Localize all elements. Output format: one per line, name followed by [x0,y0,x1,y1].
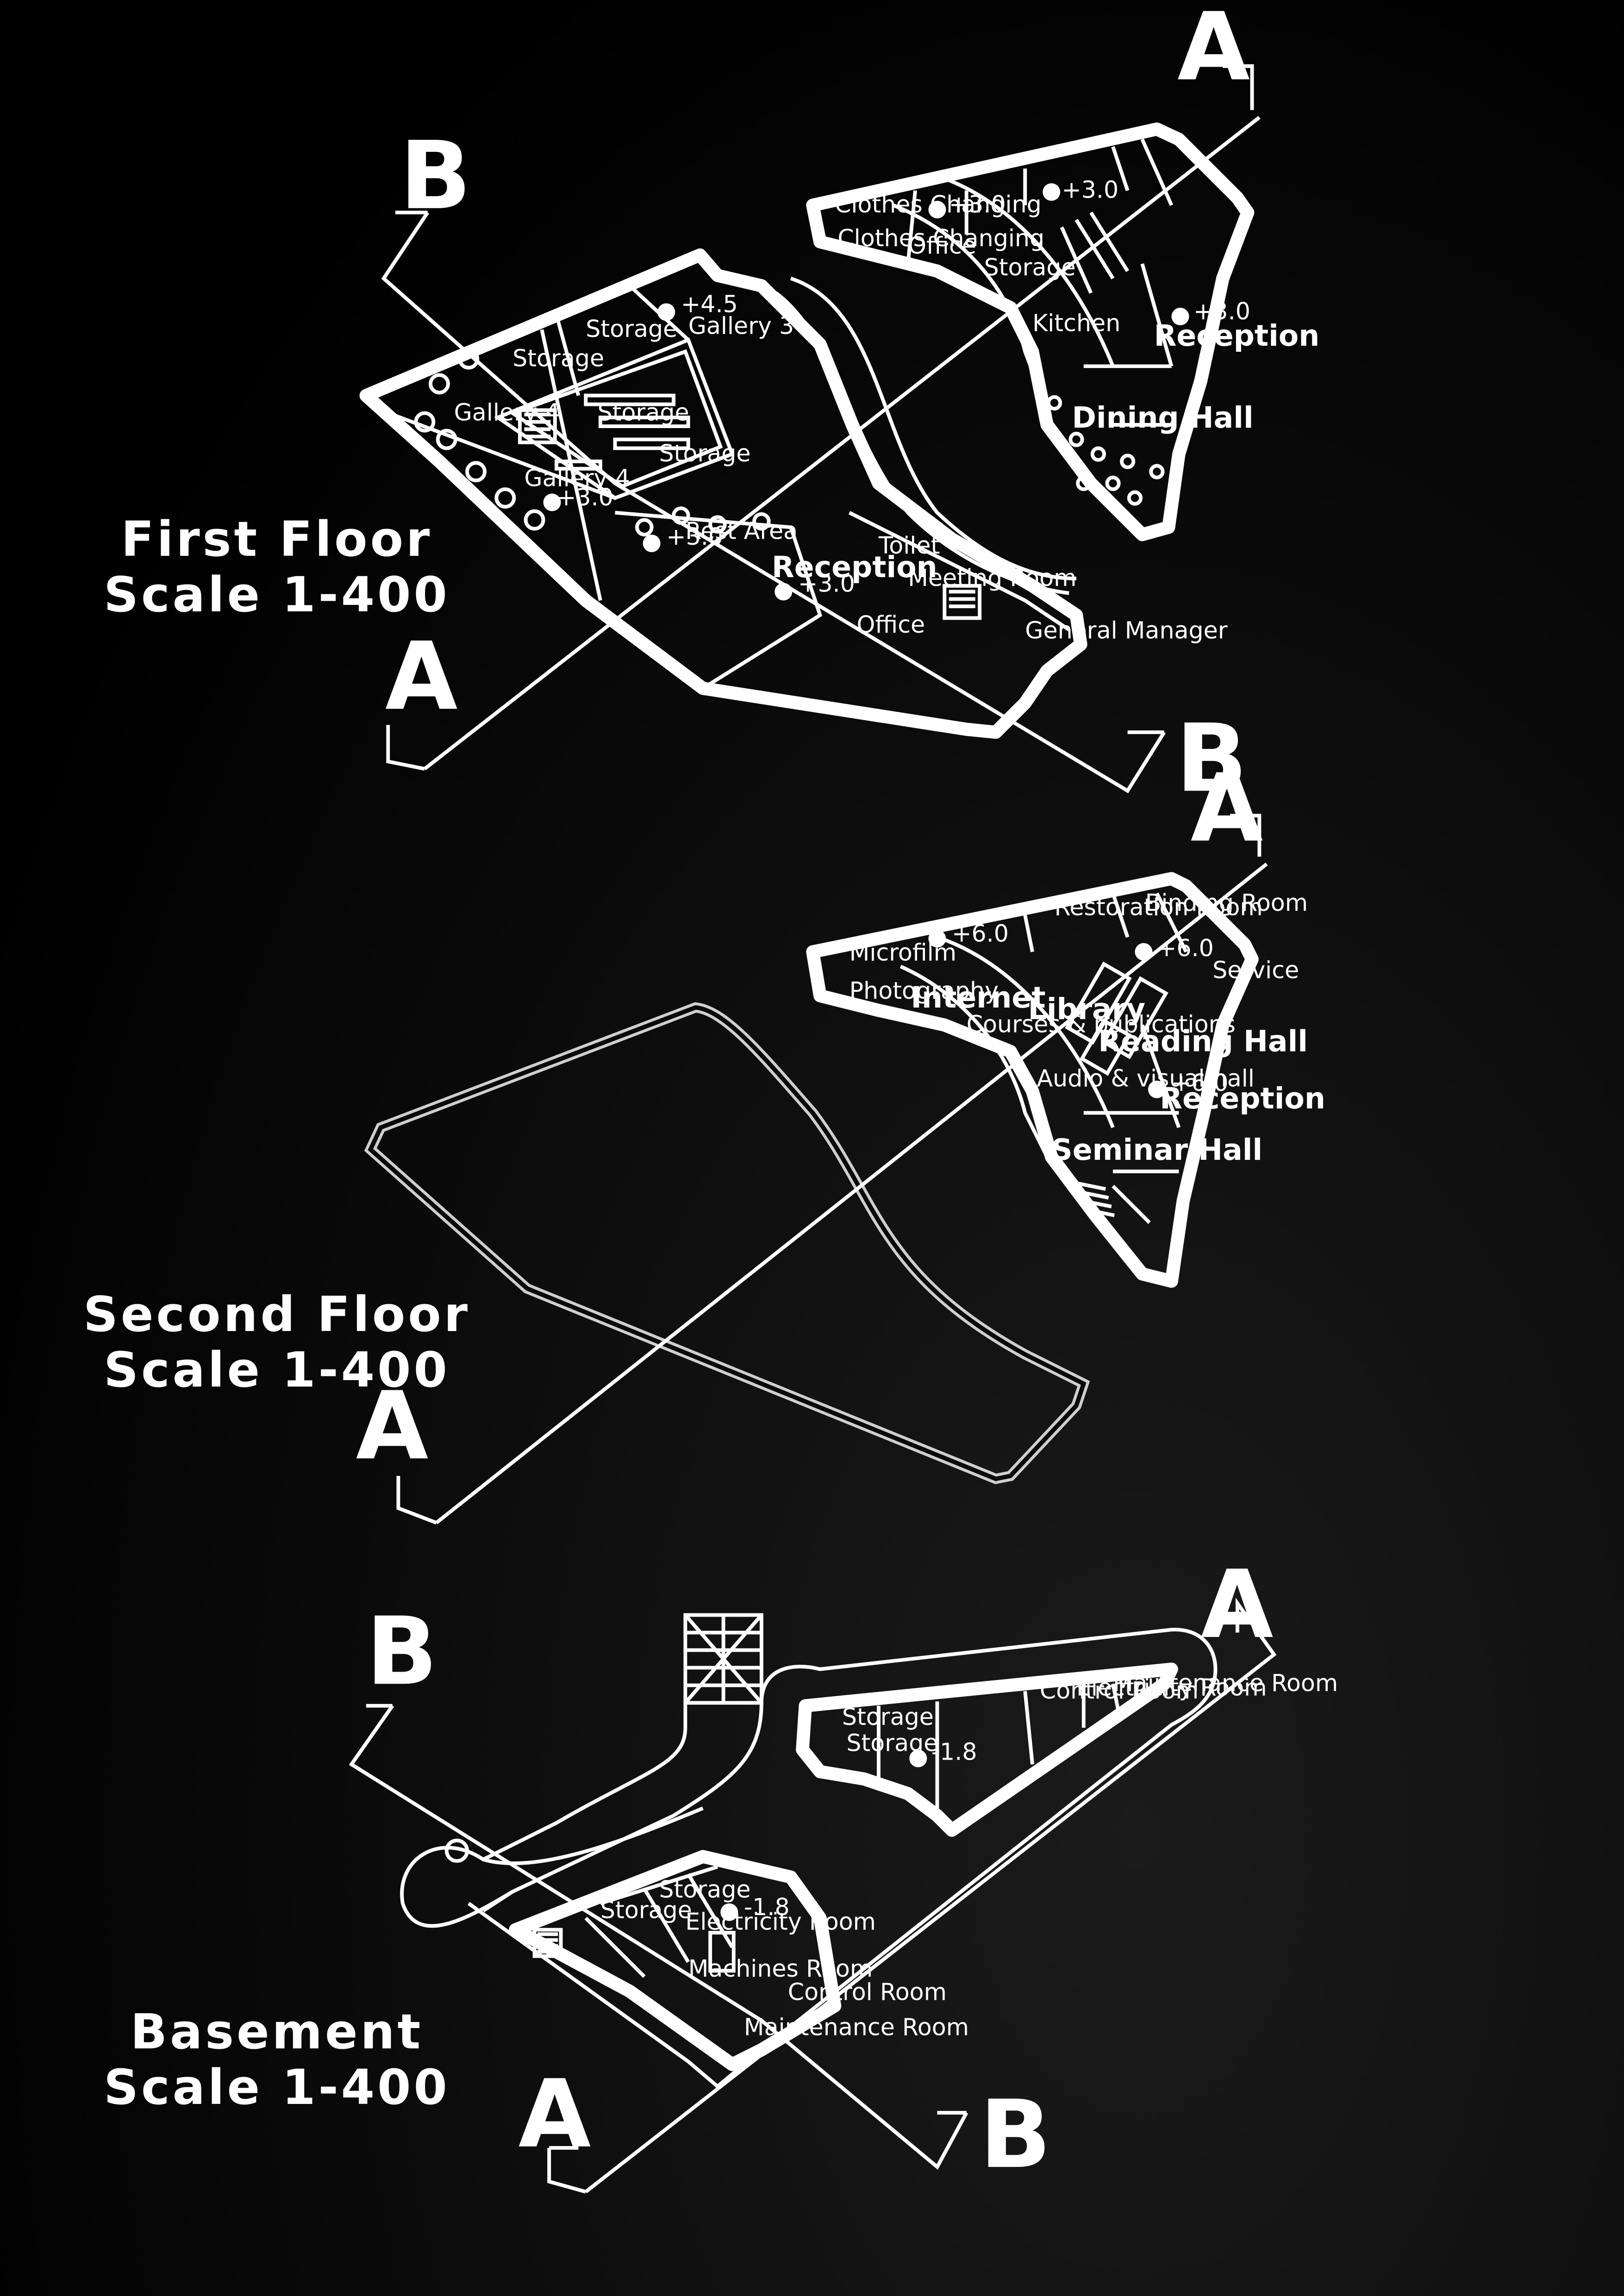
section-marker-a: A [1191,753,1263,863]
floor-title-text: Second Floor [83,1286,471,1343]
section-marker-a: A [356,1371,429,1481]
room-label: Machines Room [688,1955,873,1982]
floor-scale-text: Scale 1-400 [104,1342,450,1398]
floor-scale-text: Scale 1-400 [104,566,450,623]
first-floor-gallery-core [494,337,735,500]
basement-section-lines [349,1597,1277,2194]
floor-title-text: Basement [130,2004,424,2060]
section-marker-b: B [400,121,471,230]
room-label: Maintenance Room [744,2013,969,2041]
floor-scale-text: Scale 1-400 [104,2059,450,2116]
level-label: +3.0 [1062,176,1118,204]
room-label: Gallery 3 [688,312,794,340]
basement-north-core [796,1662,1178,1837]
room-label: Electricity Room [1076,1674,1267,1701]
section-marker-a: A [1201,1550,1274,1659]
room-label: Clothes Changing [837,224,1044,252]
second-floor-title: Second Floor Scale 1-400 [69,1287,485,1398]
room-label: Storage [659,1876,750,1903]
room-label: Storage [984,254,1076,281]
room-label: Restoration Room [1055,894,1263,921]
basement-ramp-tower [683,1613,763,1705]
level-symbols [543,183,1189,1921]
room-label: Photography [849,977,999,1004]
room-label: Internet [911,980,1046,1014]
room-label: Dining Hall [1072,400,1253,435]
level-label: +6.0 [1172,1069,1229,1096]
first-floor-title: First Floor Scale 1-400 [69,511,485,622]
room-label: Reading Hall [1098,1024,1308,1058]
section-marker-b: B [980,2080,1051,2189]
room-label: Storage [598,398,689,426]
first-floor-section-lines [381,64,1261,794]
room-label: Audio & visual hall [1037,1065,1255,1092]
room-label: Control Room [788,1978,947,2005]
room-label: Electricity Room [685,1908,876,1935]
section-marker-b: B [1176,704,1247,813]
section-marker-a: A [518,2060,591,2169]
first-floor-plan: Storage Storage Gallery 3 Gallery 4 Gall… [359,0,1319,813]
second-floor-right-wing [806,872,1259,1288]
level-label: -1.8 [744,1893,790,1921]
room-label: Control Room [1040,1677,1199,1704]
level-label: -1.8 [931,1738,977,1766]
second-floor-section-line [396,814,1268,1524]
first-floor-right-wing [806,122,1255,541]
room-label: Kitchen [1032,309,1120,336]
room-label: Toilet [878,532,940,559]
room-label: Storage [659,440,750,467]
room-label: Storage [512,344,604,372]
room-label: Seminar Hall [1051,1132,1262,1167]
room-label: Gallery 4 [454,398,560,426]
room-label: Office [908,232,976,259]
room-label: Gallery 4 [524,465,630,492]
level-label: +3.0 [1193,298,1250,325]
floor-title-text: First Floor [121,511,433,567]
level-label: +6.0 [1157,934,1214,962]
level-label: +6.0 [952,920,1009,947]
basement-south-core [509,1850,842,2071]
room-label: Meeting Room [908,564,1076,591]
level-label: +3.0 [949,191,1006,218]
level-label: +4.5 [681,290,738,317]
level-label: +3.0 [798,570,855,597]
section-marker-a: A [1177,0,1250,101]
room-label: Storage [600,1896,692,1923]
room-label: General Manager [1025,617,1228,644]
room-label: Reception [772,550,937,584]
basement-plan: Storage Storage Control Room Electricity… [349,1550,1338,2194]
first-floor-stairs [518,408,982,620]
level-label: +3.0 [666,523,723,550]
room-label: Service [1212,957,1299,984]
level-label: +3.0 [556,484,613,511]
room-label: Reception [1160,1081,1325,1115]
basement-title: Basement Scale 1-400 [69,2004,485,2115]
section-marker-b: B [366,1597,437,1706]
room-label: Binding Room [1145,889,1308,916]
section-marker-a: A [385,622,458,731]
room-label: Storage [842,1703,934,1730]
room-label: Courses & publications [967,1011,1236,1038]
second-floor-plan: Microfilm Photography Internet Courses &… [356,753,1325,1524]
seminar-hall-seating [1076,1181,1151,1224]
